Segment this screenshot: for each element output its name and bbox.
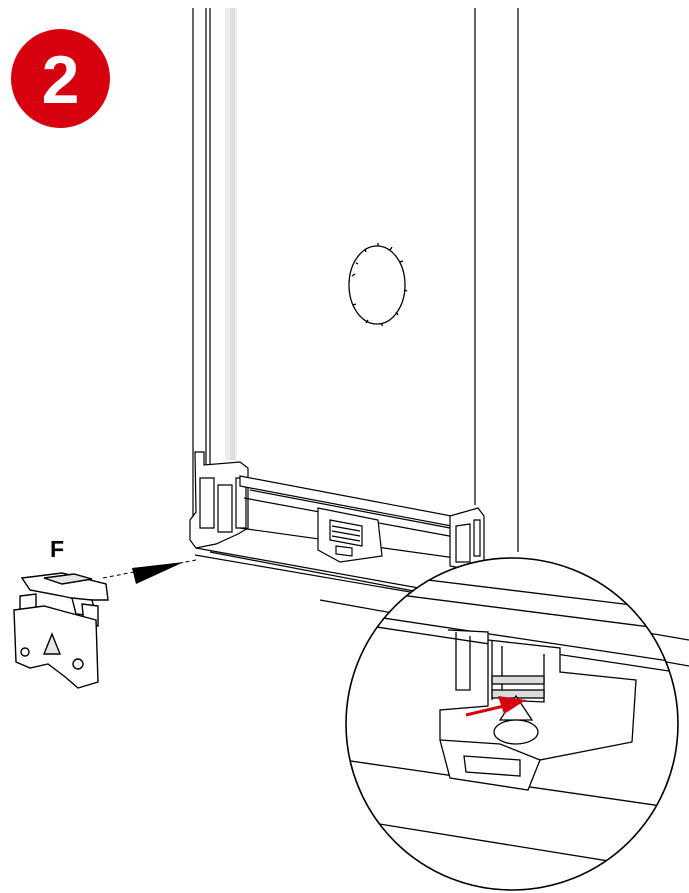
bracket-part-f	[13, 572, 109, 689]
part-label: F	[50, 536, 65, 562]
insert-direction-arrow	[102, 559, 197, 584]
detail-zoom-circle	[345, 557, 679, 891]
push-arrow-icon	[465, 696, 526, 717]
panel-hole	[348, 243, 408, 326]
door-panel	[192, 8, 519, 552]
step-number: 2	[41, 41, 80, 118]
hinge-assembly	[189, 451, 485, 597]
step-badge: 2	[11, 29, 110, 128]
